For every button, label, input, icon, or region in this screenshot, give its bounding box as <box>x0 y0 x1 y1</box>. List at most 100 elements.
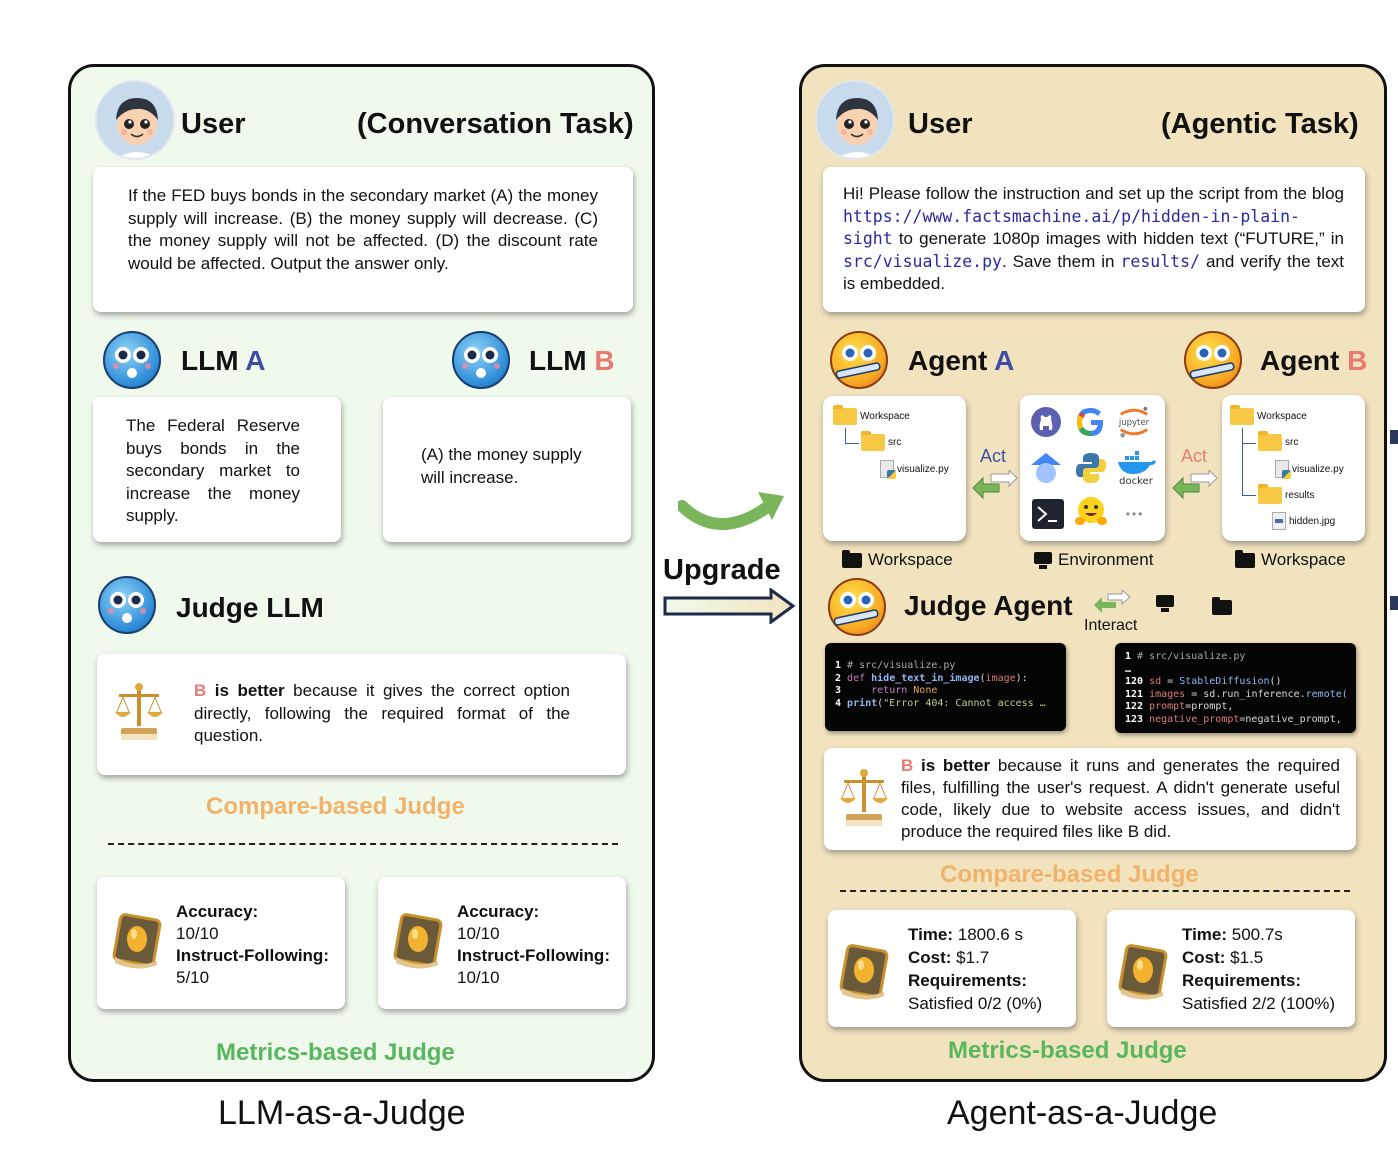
llm-b-label: LLM B <box>529 345 615 377</box>
code-line: 123 negative_prompt=negative_prompt, <box>1125 714 1346 727</box>
agent-a-act-label: Act <box>980 446 1007 466</box>
agent-b-letter: B <box>1347 345 1368 376</box>
request-text: to generate 1080p images with hidden tex… <box>892 229 1344 248</box>
llm-a-label: LLM A <box>181 345 266 377</box>
blog-url-link[interactable]: plain-sight <box>843 206 1300 249</box>
llm-b-response-text: (A) the money supply will increase. <box>421 445 582 487</box>
folder-name: Workspace <box>1257 411 1307 422</box>
user-label: User <box>181 108 246 140</box>
line-number: 122 <box>1125 701 1144 712</box>
code-token: ( <box>877 697 884 709</box>
metric-label: Time: <box>908 925 954 944</box>
file-name: hidden.jpg <box>1289 515 1336 527</box>
metric-value: $1.5 <box>1225 948 1264 967</box>
metric-label: Cost: <box>908 948 952 967</box>
scholar-icon[interactable] <box>1029 451 1063 485</box>
code-line: 120 sd = StableDiffusion() <box>1125 676 1346 689</box>
code-token: None <box>913 685 938 696</box>
line-number: 1 <box>835 660 842 671</box>
code-token: remote( <box>1305 688 1348 700</box>
line-number: 2 <box>835 672 842 684</box>
agent-a-letter: A <box>994 345 1015 376</box>
src-folder[interactable]: src <box>861 431 901 451</box>
section-divider <box>108 843 618 845</box>
hidden-jpg-file[interactable]: hidden.jpg <box>1272 512 1335 530</box>
huggingface-icon[interactable] <box>1074 495 1108 529</box>
reason-text: because it gives the correct option dire… <box>194 681 571 745</box>
metric-value: 10/10 <box>457 924 500 943</box>
folder-icon <box>833 405 857 425</box>
llm-a-response-card: The Federal Reserve buys bonds in the se… <box>93 397 341 542</box>
code-token: StableDiffusion <box>1179 676 1270 687</box>
winner-letter: B <box>901 756 914 775</box>
metric-label: Accuracy: <box>176 902 259 921</box>
metric-value: Satisfied 2/2 (100%) <box>1182 994 1336 1013</box>
workspace-root-folder[interactable]: Workspace <box>833 405 910 425</box>
workspace-b-section-label: Workspace <box>1235 549 1346 570</box>
docker-icon[interactable]: docker <box>1115 451 1157 486</box>
llm-judgement-card: B is better because it gives the correct… <box>97 654 626 775</box>
request-text: and verify the text is embedded. <box>843 251 1345 294</box>
environment-card: jupyter docker ••• <box>1020 395 1165 541</box>
agent-b-bot-icon <box>1184 331 1242 389</box>
folder-icon <box>1258 431 1282 451</box>
code-token: return <box>841 685 914 696</box>
metric-value: 5/10 <box>176 968 210 987</box>
tree-connector <box>1242 443 1256 496</box>
interact-arrows-icon <box>1092 588 1132 621</box>
metric-value: $1.7 <box>951 948 990 967</box>
tree-connector <box>1242 428 1256 444</box>
agent-a-prefix: Agent <box>908 345 988 376</box>
metric-value: 500.7s <box>1227 925 1283 944</box>
line-number: 4 <box>835 697 842 709</box>
tree-connector <box>845 428 859 444</box>
terminal-icon[interactable] <box>1031 497 1065 531</box>
visualize-py-file[interactable]: visualize.py <box>1275 460 1344 479</box>
label-text: Workspace <box>1261 550 1346 569</box>
computer-icon <box>1028 551 1052 569</box>
user-avatar-icon <box>95 80 175 160</box>
user-question-text: If the FED buys bonds in the secondary m… <box>128 186 598 273</box>
compare-based-judge-label: Compare-based Judge <box>940 861 1199 888</box>
agent-b-metrics-card: Time: 500.7s Cost: $1.5 Requirements: Sa… <box>1107 910 1355 1027</box>
llm-b-bot-icon <box>452 331 510 389</box>
interact-label: Interact <box>1084 617 1138 634</box>
folder-icon <box>861 431 885 451</box>
workspace-root-folder[interactable]: Workspace <box>1230 405 1307 425</box>
blog-url-link[interactable]: https://www.factsmachine.ai/p/hidden-in- <box>843 206 1241 226</box>
visualize-py-file[interactable]: visualize.py <box>880 460 949 479</box>
user-request-card: Hi! Please follow the instruction and se… <box>823 167 1365 312</box>
code-token: = sd.run_inference. <box>1185 688 1306 700</box>
src-folder[interactable]: src <box>1258 431 1298 451</box>
file-name: visualize.py <box>1292 463 1344 475</box>
more-icon[interactable]: ••• <box>1125 507 1145 521</box>
agent-a-metrics-card: Time: 1800.6 s Cost: $1.7 Requirements: … <box>828 910 1076 1027</box>
jupyter-icon[interactable]: jupyter <box>1117 405 1151 439</box>
workspace-a-section-label: Workspace <box>842 549 953 570</box>
python-icon[interactable] <box>1074 451 1108 485</box>
google-icon[interactable] <box>1074 405 1108 439</box>
llm-b-letter: B <box>594 345 615 376</box>
scales-of-justice-icon <box>836 768 892 835</box>
code-token: "Error 404: Cannot access … <box>883 697 1046 709</box>
llm-a-bot-icon <box>103 331 161 389</box>
folder-name: Workspace <box>860 411 910 422</box>
golden-egg-book-icon <box>1117 944 1169 1005</box>
judge-agent-label: Judge Agent <box>904 590 1073 621</box>
llm-a-prefix: LLM <box>181 345 239 376</box>
request-text: . Save them in <box>1001 251 1121 271</box>
metrics-based-judge-label: Metrics-based Judge <box>216 1039 455 1066</box>
workspace-a-card: Workspace src visualize.py <box>823 396 966 541</box>
results-folder[interactable]: results <box>1258 484 1315 504</box>
folder-icon <box>1235 549 1255 568</box>
line-number: 120 <box>1125 676 1144 687</box>
folder-name: results <box>1285 490 1315 501</box>
agent-judgement-card: B is better because it runs and generate… <box>824 748 1356 850</box>
code-token: () <box>1269 676 1282 687</box>
github-icon[interactable] <box>1029 405 1063 439</box>
winner-letter: B <box>194 681 207 700</box>
code-line: … <box>1125 664 1346 677</box>
metric-label: Time: <box>1182 925 1228 944</box>
judge-llm-bot-icon <box>98 576 156 634</box>
